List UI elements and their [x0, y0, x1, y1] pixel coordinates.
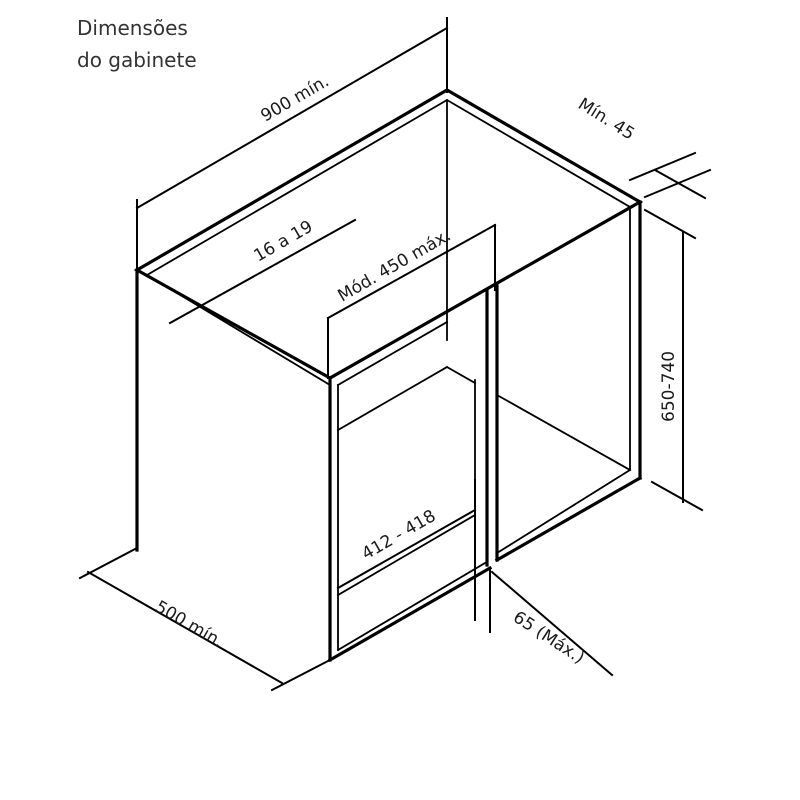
edge-dim-line [490, 570, 614, 677]
width-dim-line [135, 26, 449, 210]
depth-ext-front [270, 658, 332, 692]
label-top-min: Mín. 45 [574, 94, 638, 144]
dimension-labels: 900 mín. 16 a 19 Mód. 450 máx. Mín. 45 6… [152, 71, 680, 668]
top-front-rim [145, 273, 332, 387]
module-dim-line [326, 223, 497, 320]
label-module-max: Mód. 450 máx. [335, 226, 455, 307]
label-depth-min: 500 mín. [152, 597, 227, 652]
depth-ext-back [78, 546, 139, 580]
label-width-min: 900 mín. [258, 71, 333, 126]
dimension-lines [78, 17, 712, 692]
opening-bottom-inner [336, 513, 477, 597]
label-edge-max: 65 (Máx.) [509, 607, 588, 668]
bottom-back-edge [494, 475, 643, 563]
cabinet-body [133, 88, 644, 663]
diagram-title: Dimensões do gabinete [77, 12, 197, 76]
bottom-back-inner [495, 468, 632, 555]
label-opening: 412 - 418 [359, 506, 440, 564]
opening-shelf-depth [445, 365, 477, 385]
depth-dim-line [86, 570, 284, 685]
opening-top-front [336, 320, 449, 387]
bottom-front-edge [327, 565, 493, 663]
height-ext-top [643, 208, 697, 240]
title-line-1: Dimensões [77, 16, 188, 40]
height-ext-bottom [650, 480, 704, 512]
opening-shelf [336, 365, 449, 432]
label-height-range: 650-740 [659, 351, 679, 422]
opening-dim-line [336, 508, 477, 590]
title-line-2: do gabinete [77, 48, 197, 72]
bottom-front-inner [336, 561, 487, 652]
thickness-dim-line [168, 218, 357, 325]
compartment-floor [495, 393, 632, 472]
top-min-tick-1 [628, 151, 697, 182]
top-min-dim-line [653, 168, 707, 200]
